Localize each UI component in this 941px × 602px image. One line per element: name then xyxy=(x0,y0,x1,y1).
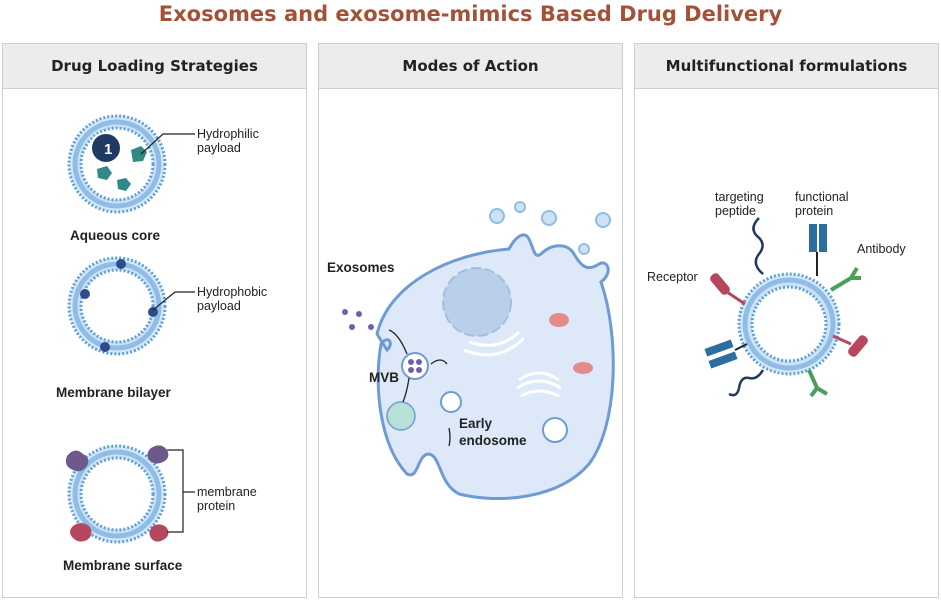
mvb-icon xyxy=(401,352,429,380)
hydrophilic-label-1: Hydrophilic xyxy=(197,127,259,141)
functional-protein-icon xyxy=(704,339,748,369)
membrane-protein-icon xyxy=(147,445,169,464)
drug-loading-illustration: 1 xyxy=(65,114,195,544)
hydrophilic-label-2: payload xyxy=(197,141,241,155)
number-badge-text: 1 xyxy=(104,141,112,158)
hydrophobic-drug-icon xyxy=(148,307,158,317)
membrane-protein-icon xyxy=(70,523,92,542)
mitochondrion xyxy=(549,313,569,327)
antibody-icon xyxy=(829,266,861,292)
modes-of-action-panel: Modes of Action xyxy=(318,43,623,598)
engineered-exosome xyxy=(737,272,841,376)
functional-protein-icon xyxy=(809,224,827,276)
membrane-bilayer-label: Membrane bilayer xyxy=(56,385,171,400)
drug-loading-header: Drug Loading Strategies xyxy=(3,44,306,89)
membrane-protein-icon xyxy=(149,524,169,542)
membrane-surface-label: Membrane surface xyxy=(63,558,183,573)
receptor-icon xyxy=(832,334,868,357)
hydrophobic-drug-icon xyxy=(80,289,90,299)
mitochondrion xyxy=(573,362,593,374)
membrane-protein-label-1: membrane xyxy=(197,485,257,499)
targeting-peptide-label-1: targeting xyxy=(715,190,764,204)
early-endosome-icon xyxy=(440,391,462,413)
targeting-peptide-icon xyxy=(728,369,765,397)
formulation-illustration xyxy=(704,217,868,398)
hydrophobic-drug-icon xyxy=(100,342,110,352)
mvb-label: MVB xyxy=(369,370,399,385)
functional-protein-label-1: functional xyxy=(795,190,849,204)
targeting-peptide-icon xyxy=(752,217,764,275)
cell-illustration xyxy=(342,201,615,501)
multifunctional-header: Multifunctional formulations xyxy=(635,44,938,89)
functional-protein-label-2: protein xyxy=(795,204,834,218)
hydrophobic-label-1: Hydrophobic xyxy=(197,285,268,299)
hydrophobic-drug-icon xyxy=(116,259,126,269)
membrane-bilayer-vesicle xyxy=(67,256,167,356)
multifunctional-panel: Multifunctional formulations xyxy=(634,43,939,598)
receptor-icon xyxy=(710,273,746,306)
early-endosome-label-2: endosome xyxy=(459,433,527,448)
membrane-surface-vesicle xyxy=(65,444,169,544)
antibody-label: Antibody xyxy=(857,242,906,256)
payload-icon xyxy=(97,166,112,180)
modes-of-action-header: Modes of Action xyxy=(319,44,622,89)
aqueous-core-vesicle: 1 xyxy=(67,114,167,214)
membrane-protein-label-2: protein xyxy=(197,499,236,513)
aqueous-core-label: Aqueous core xyxy=(70,228,161,243)
number-badge-icon xyxy=(90,132,122,164)
exosomes-label: Exosomes xyxy=(327,260,395,275)
drug-loading-panel: Drug Loading Strategies 1 xyxy=(2,43,307,598)
targeting-peptide-label-2: peptide xyxy=(715,204,757,218)
antibody-icon xyxy=(807,369,829,398)
cargo-endosome-icon xyxy=(542,417,568,443)
early-endosome-label-1: Early xyxy=(459,416,493,431)
payload-icon xyxy=(117,178,131,191)
payload-icon xyxy=(131,146,147,162)
nucleus xyxy=(442,267,512,337)
lysosome-icon xyxy=(386,401,416,431)
page-title: Exosomes and exosome-mimics Based Drug D… xyxy=(158,2,783,26)
hydrophobic-label-2: payload xyxy=(197,299,241,313)
membrane-protein-icon xyxy=(65,450,89,472)
receptor-label: Receptor xyxy=(647,270,698,284)
